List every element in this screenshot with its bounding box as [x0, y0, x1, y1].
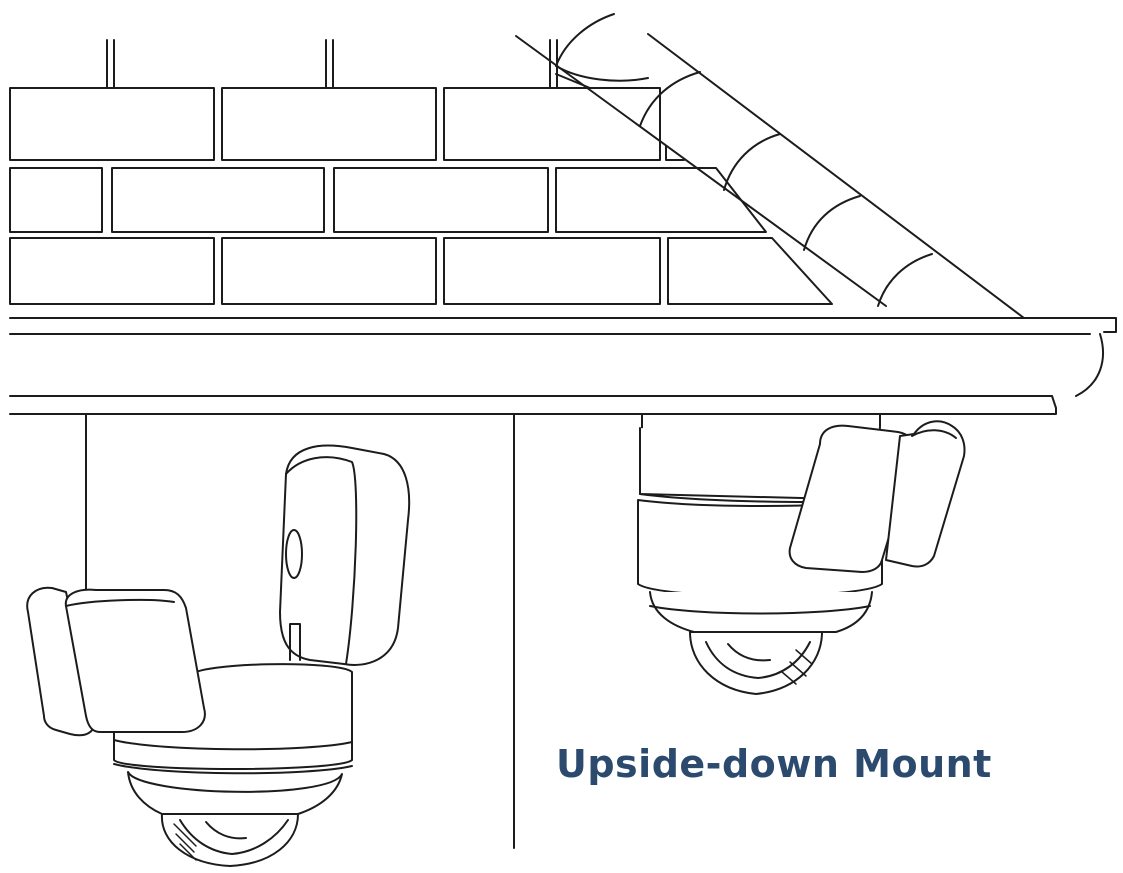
roof-tiles — [515, 13, 1025, 319]
mount-caption: Upside-down Mount — [556, 742, 992, 786]
eave-soffit — [9, 317, 1117, 415]
left-camera-illustration — [26, 444, 411, 867]
right-camera-illustration — [637, 413, 966, 695]
brick-wall — [9, 39, 833, 305]
